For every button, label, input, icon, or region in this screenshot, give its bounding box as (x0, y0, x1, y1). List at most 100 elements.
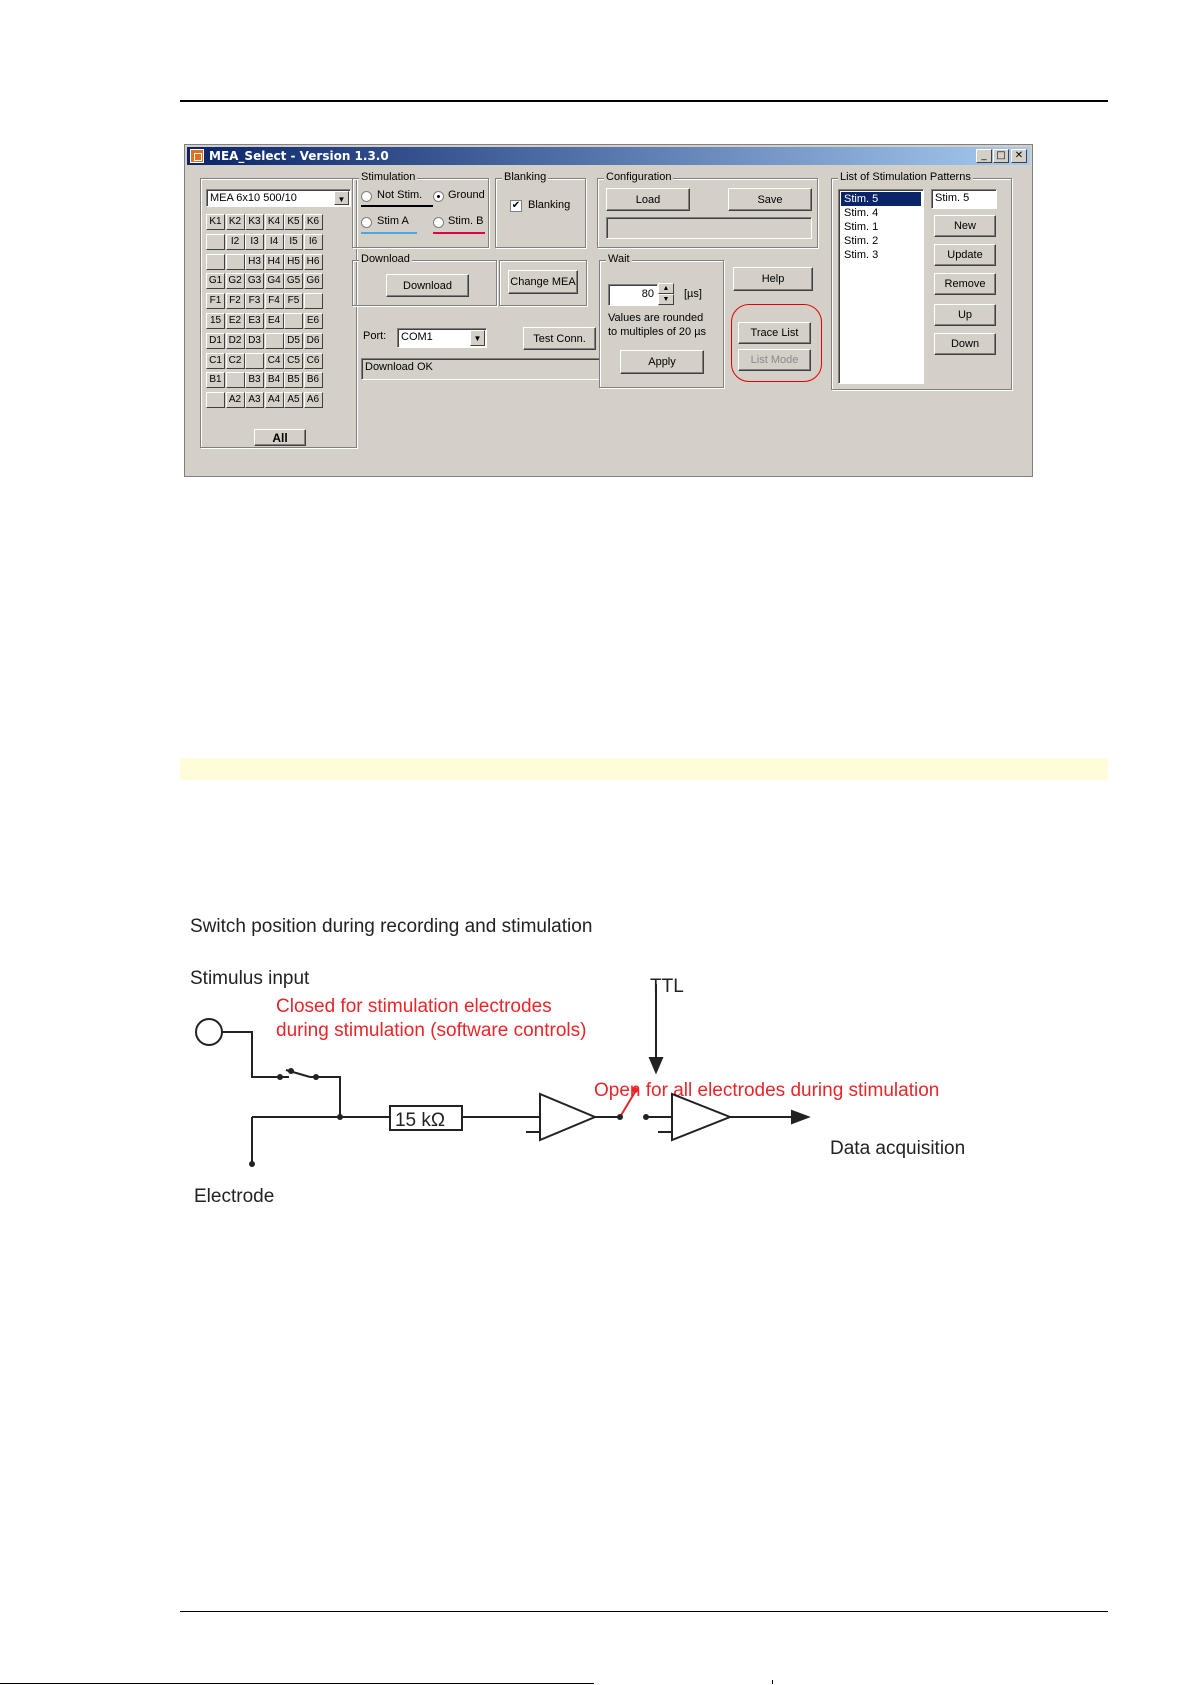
spin-up-icon[interactable]: ▲ (658, 283, 674, 294)
electrode-button[interactable] (245, 352, 264, 369)
electrode-button[interactable]: H4 (264, 253, 284, 270)
electrode-button[interactable]: G2 (225, 273, 245, 290)
electrode-button[interactable]: K5 (284, 214, 303, 230)
electrode-button[interactable]: K2 (225, 214, 245, 230)
list-item[interactable]: Stim. 1 (844, 221, 879, 233)
new-pattern-button[interactable]: New (934, 215, 996, 237)
electrode-button[interactable]: F4 (264, 293, 284, 310)
apply-button[interactable]: Apply (620, 350, 704, 374)
electrode-button[interactable]: G1 (206, 273, 225, 290)
close-button[interactable]: ✕ (1011, 149, 1027, 163)
electrode-button[interactable]: G5 (284, 273, 303, 290)
electrode-button[interactable]: C6 (303, 352, 323, 369)
pattern-name-input[interactable]: Stim. 5 (931, 189, 997, 209)
stim-b-radio[interactable] (433, 217, 444, 228)
electrode-button[interactable]: G3 (245, 273, 264, 290)
test-connection-button[interactable]: Test Conn. (523, 327, 596, 350)
electrode-button[interactable]: B5 (284, 372, 303, 389)
electrode-button[interactable]: A2 (225, 392, 245, 409)
wait-spinner[interactable]: ▲ ▼ (658, 283, 674, 307)
window-title: MEA_Select - Version 1.3.0 (209, 149, 389, 163)
electrode-button[interactable]: I4 (264, 233, 284, 250)
electrode-button[interactable]: A6 (303, 392, 323, 409)
electrode-button[interactable]: B4 (264, 372, 284, 389)
electrode-button[interactable]: F5 (284, 293, 303, 310)
electrode-button[interactable]: F1 (206, 293, 225, 310)
trace-list-button[interactable]: Trace List (738, 322, 811, 344)
electrode-button[interactable]: E6 (303, 313, 323, 329)
electrode-button[interactable]: H6 (303, 253, 323, 270)
electrode-button[interactable] (225, 253, 245, 270)
electrode-button[interactable]: K1 (206, 214, 225, 230)
chevron-down-icon[interactable]: ▼ (334, 191, 349, 205)
electrode-button[interactable]: C1 (206, 352, 225, 369)
help-button[interactable]: Help (733, 267, 813, 291)
electrode-button[interactable]: F3 (245, 293, 264, 310)
wait-value-input[interactable]: 80 (608, 284, 658, 306)
list-item[interactable]: Stim. 3 (844, 249, 879, 261)
electrode-button[interactable]: E3 (245, 313, 264, 329)
minimize-button[interactable]: _ (976, 149, 992, 163)
electrode-button[interactable]: C2 (225, 352, 245, 369)
electrode-button[interactable]: A5 (284, 392, 303, 409)
load-button[interactable]: Load (606, 188, 690, 211)
stim-a-radio[interactable] (361, 217, 372, 228)
electrode-button[interactable]: I5 (284, 233, 303, 250)
move-up-button[interactable]: Up (934, 304, 996, 326)
electrode-button[interactable]: K6 (303, 214, 323, 230)
list-item[interactable]: Stim. 4 (844, 207, 879, 219)
electrode-button[interactable] (206, 392, 225, 409)
not-stim-radio[interactable] (361, 191, 372, 202)
mea-type-select[interactable]: MEA 6x10 500/10 ▼ (206, 189, 351, 207)
electrode-button[interactable]: K4 (264, 214, 284, 230)
patterns-list[interactable]: Stim. 5 Stim. 4 Stim. 1 Stim. 2 Stim. 3 (838, 189, 924, 384)
electrode-button[interactable]: D6 (303, 332, 323, 349)
electrode-button[interactable]: I2 (225, 233, 245, 250)
list-item[interactable]: Stim. 2 (844, 235, 879, 247)
maximize-button[interactable]: □ (993, 149, 1009, 163)
title-bar[interactable]: MEA_Select - Version 1.3.0 _ □ ✕ (187, 147, 1030, 165)
list-mode-button[interactable]: List Mode (738, 349, 811, 371)
electrode-button[interactable]: A4 (264, 392, 284, 409)
port-select[interactable]: COM1 ▼ (397, 328, 487, 348)
electrode-button[interactable]: G4 (264, 273, 284, 290)
save-button[interactable]: Save (728, 188, 812, 211)
download-button[interactable]: Download (386, 274, 469, 297)
electrode-button[interactable]: A3 (245, 392, 264, 409)
all-electrodes-button[interactable]: All (254, 429, 306, 446)
electrode-button[interactable]: H3 (245, 253, 264, 270)
electrode-button[interactable] (206, 253, 225, 270)
electrode-button[interactable]: D1 (206, 332, 225, 349)
electrode-button[interactable] (206, 233, 225, 250)
electrode-button[interactable]: B6 (303, 372, 323, 389)
chevron-down-icon[interactable]: ▼ (470, 330, 485, 346)
electrode-button[interactable] (303, 293, 323, 310)
electrode-button[interactable]: D5 (284, 332, 303, 349)
electrode-button[interactable]: I3 (245, 233, 264, 250)
list-item[interactable]: Stim. 5 (841, 192, 921, 206)
change-mea-button[interactable]: Change MEA (508, 270, 578, 294)
electrode-button[interactable]: H5 (284, 253, 303, 270)
electrode-button[interactable] (264, 332, 284, 349)
move-down-button[interactable]: Down (934, 333, 996, 355)
electrode-button[interactable]: B1 (206, 372, 225, 389)
remove-pattern-button[interactable]: Remove (934, 273, 996, 295)
electrode-button[interactable]: I6 (303, 233, 323, 250)
blanking-checkbox[interactable]: ✔ (510, 200, 522, 212)
electrode-button[interactable]: 15 (206, 313, 225, 329)
electrode-button[interactable]: E4 (264, 313, 284, 329)
electrode-button[interactable]: D3 (245, 332, 264, 349)
update-pattern-button[interactable]: Update (934, 244, 996, 266)
electrode-button[interactable]: F2 (225, 293, 245, 310)
ground-radio[interactable] (433, 191, 444, 202)
electrode-button[interactable]: K3 (245, 214, 264, 230)
electrode-button[interactable] (225, 372, 245, 389)
electrode-button[interactable]: C5 (284, 352, 303, 369)
electrode-button[interactable]: D2 (225, 332, 245, 349)
electrode-button[interactable] (284, 313, 303, 329)
electrode-button[interactable]: E2 (225, 313, 245, 329)
electrode-button[interactable]: G6 (303, 273, 323, 290)
spin-down-icon[interactable]: ▼ (658, 294, 674, 305)
electrode-button[interactable]: C4 (264, 352, 284, 369)
electrode-button[interactable]: B3 (245, 372, 264, 389)
